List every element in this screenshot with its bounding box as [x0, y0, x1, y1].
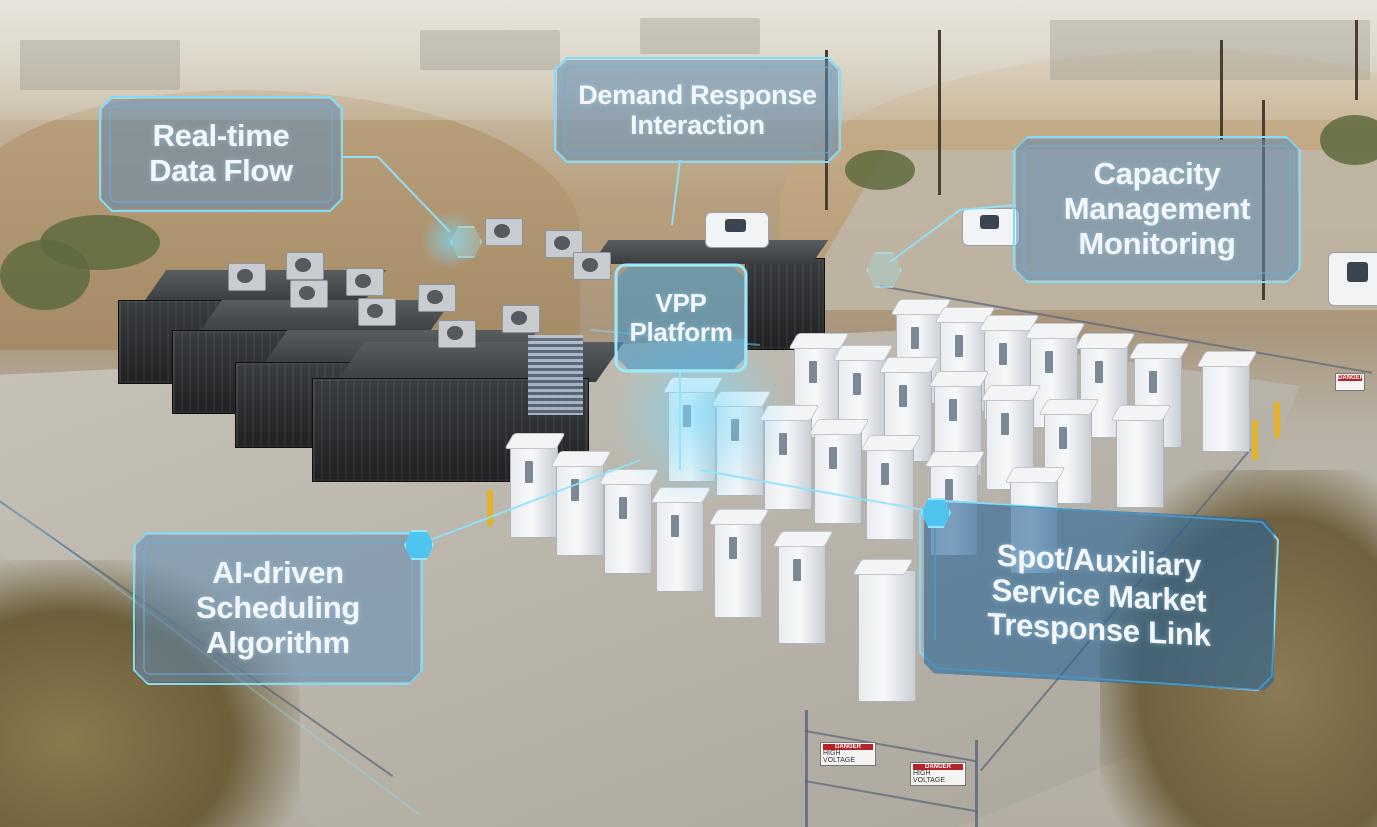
connector-demand-response [671, 159, 681, 226]
connector-ai [429, 459, 641, 541]
battery-cabinet [510, 444, 558, 538]
fence-warning-sign: DANGER [1335, 373, 1365, 391]
node-glow [420, 210, 480, 270]
safety-bollard [487, 490, 493, 526]
gate-warning-sign: DANGER HIGH VOLTAGE [910, 762, 966, 786]
shrub [1320, 115, 1377, 165]
hexagon-node-icon [921, 498, 951, 528]
hexagon-node-icon [404, 530, 434, 560]
frame-demand-response [554, 57, 841, 163]
hvac-unit [290, 280, 328, 308]
label-demand-response-interaction: Demand Response Interaction [557, 60, 838, 160]
gate-post [805, 710, 808, 827]
hvac-unit [418, 284, 456, 312]
battery-cabinet [858, 570, 916, 702]
hvac-unit [346, 268, 384, 296]
hvac-unit [286, 252, 324, 280]
police-vehicle [1328, 252, 1377, 306]
label-ai-driven-scheduling-algorithm: AI-driven Scheduling Algorithm [136, 535, 420, 682]
battery-cabinet [1202, 362, 1250, 452]
label-real-time-data-flow: Real-time Data Flow [102, 99, 340, 209]
distant-houses [1050, 20, 1370, 80]
shrub [0, 240, 90, 310]
battery-cabinet [604, 480, 652, 574]
shrub [845, 150, 915, 190]
connector-data-flow [342, 156, 451, 233]
safety-bollard [1252, 420, 1258, 460]
battery-cabinet [778, 542, 826, 644]
distant-houses [20, 40, 180, 90]
battery-cabinet [1116, 416, 1164, 508]
battery-cabinet [656, 498, 704, 592]
battery-cabinet [714, 520, 762, 618]
label-capacity-management-monitoring: Capacity Management Monitoring [1016, 139, 1298, 280]
hvac-unit [485, 218, 523, 246]
frame-vpp-platform [614, 263, 748, 373]
distant-trees [640, 18, 760, 54]
connector-capacity [889, 204, 1017, 263]
label-spot-auxiliary-market-link: Spot/Auxiliary Service Market Tresponse … [924, 501, 1274, 691]
white-suv [962, 208, 1020, 246]
hvac-unit [438, 320, 476, 348]
utility-pole [938, 30, 941, 195]
battery-cabinet [866, 446, 914, 540]
container-vent-grille [528, 335, 583, 415]
pickup-truck [705, 212, 769, 248]
hvac-unit [228, 263, 266, 291]
safety-bollard [1274, 402, 1280, 438]
label-vpp-platform: VPP Platform [618, 267, 744, 369]
connector-market [699, 469, 936, 513]
distant-trees [420, 30, 560, 70]
hvac-unit [358, 298, 396, 326]
frame-data-flow [99, 96, 343, 212]
hvac-unit [502, 305, 540, 333]
utility-pole [1355, 20, 1358, 100]
gate-warning-sign: DANGER HIGH VOLTAGE [820, 742, 876, 766]
utility-pole [1220, 40, 1223, 140]
gate-post [975, 740, 978, 827]
battery-cabinet [814, 430, 862, 524]
hvac-unit [573, 252, 611, 280]
hexagon-node-icon [450, 226, 482, 258]
hexagon-node-icon [866, 252, 902, 288]
